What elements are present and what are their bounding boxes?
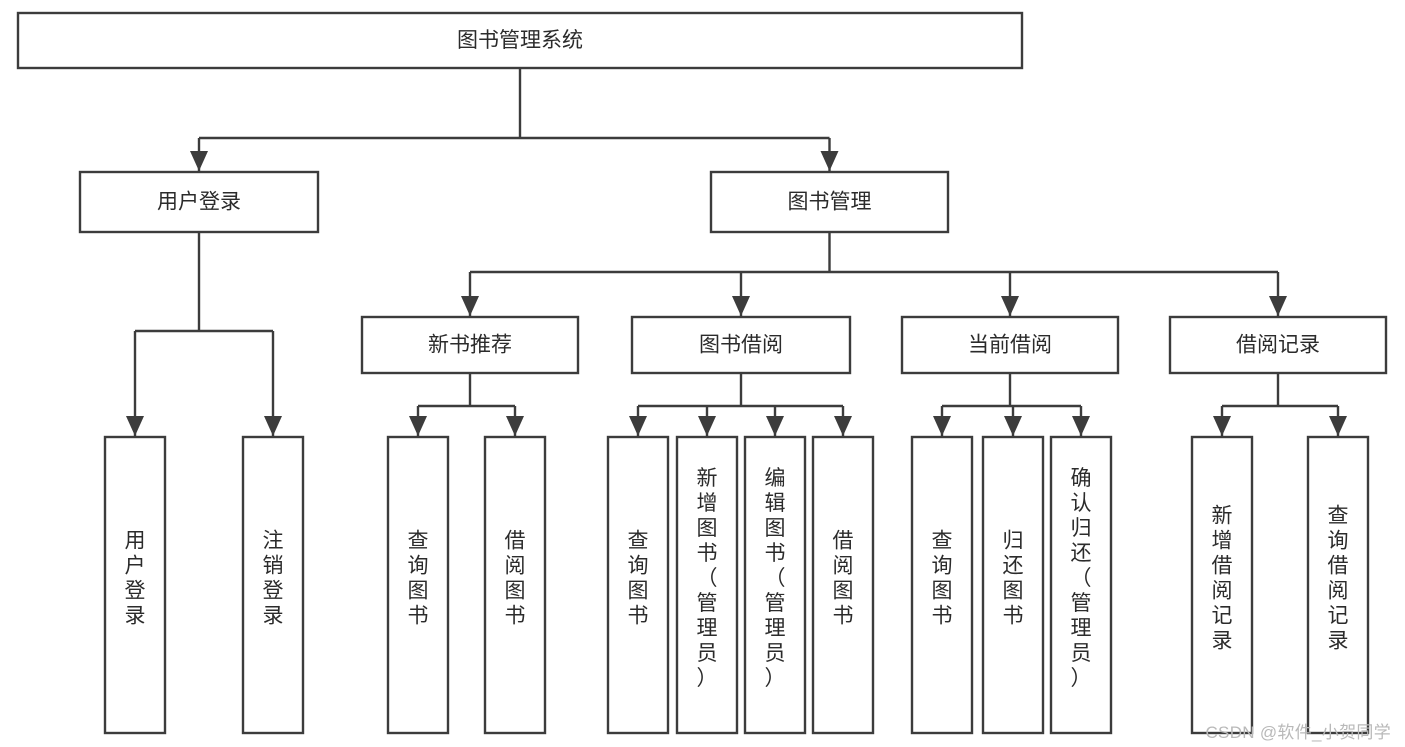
arrow-head-borrow-record-1: [1329, 416, 1347, 436]
arrow-head-new-book-recommend-0: [409, 416, 427, 436]
node-label-book-borrow: 图书借阅: [699, 334, 783, 357]
arrow-head-current-borrow-1: [1004, 416, 1022, 436]
arrow-head-root-1: [820, 151, 839, 171]
node-box-current-borrow: [900, 315, 1120, 375]
node-label-leaf-query-book-2: 查询图书: [628, 530, 649, 628]
node-leaf-borrow-book-1[interactable]: 借阅图书: [483, 435, 547, 735]
arrow-head-book-manage-1: [732, 296, 750, 316]
node-label-leaf-query-record: 查询借阅记录: [1328, 505, 1349, 653]
node-box-book-borrow: [630, 315, 852, 375]
arrow-head-root-0: [190, 151, 208, 171]
arrow-head-book-borrow-3: [834, 416, 852, 436]
node-leaf-borrow-book-2[interactable]: 借阅图书: [811, 435, 875, 735]
arrow-head-user-login-1: [264, 416, 282, 436]
node-leaf-edit-book[interactable]: 编辑图书（管理员）: [743, 435, 807, 735]
arrow-head-current-borrow-2: [1072, 416, 1090, 436]
node-box-leaf-borrow-book-2: [811, 435, 875, 735]
node-box-leaf-edit-book: [743, 435, 807, 735]
arrow-head-borrow-record-0: [1213, 416, 1231, 436]
arrow-head-current-borrow-0: [933, 416, 951, 436]
node-leaf-query-book-2[interactable]: 查询图书: [606, 435, 670, 735]
node-box-new-book-recommend: [360, 315, 580, 375]
node-layer: 图书管理系统用户登录图书管理新书推荐图书借阅当前借阅借阅记录用户登录注销登录查询…: [16, 11, 1388, 735]
arrow-head-book-manage-0: [461, 296, 479, 316]
node-label-leaf-user-login: 用户登录: [125, 530, 146, 628]
node-box-borrow-record: [1168, 315, 1388, 375]
node-current-borrow[interactable]: 当前借阅: [900, 315, 1120, 375]
node-box-leaf-borrow-book-1: [483, 435, 547, 735]
node-box-leaf-confirm-return: [1049, 435, 1113, 735]
node-box-leaf-query-record: [1306, 435, 1370, 735]
node-leaf-return-book[interactable]: 归还图书: [981, 435, 1045, 735]
node-leaf-query-book-1[interactable]: 查询图书: [386, 435, 450, 735]
node-label-leaf-logout: 注销登录: [263, 530, 284, 628]
node-label-borrow-record: 借阅记录: [1236, 334, 1320, 357]
node-label-leaf-query-book-1: 查询图书: [408, 530, 429, 628]
node-leaf-confirm-return[interactable]: 确认归还（管理员）: [1049, 435, 1113, 735]
node-leaf-user-login[interactable]: 用户登录: [103, 435, 167, 735]
node-label-leaf-add-book: 新增图书（管理员）: [697, 467, 718, 690]
node-borrow-record[interactable]: 借阅记录: [1168, 315, 1388, 375]
node-box-book-manage: [709, 170, 950, 234]
arrow-head-book-borrow-2: [766, 416, 784, 436]
arrow-head-user-login-0: [126, 416, 144, 436]
node-box-leaf-query-book-3: [910, 435, 974, 735]
node-box-leaf-add-record: [1190, 435, 1254, 735]
arrow-head-book-borrow-0: [629, 416, 647, 436]
node-box-leaf-return-book: [981, 435, 1045, 735]
node-leaf-add-book[interactable]: 新增图书（管理员）: [675, 435, 739, 735]
connector-layer: [126, 68, 1347, 436]
node-book-manage[interactable]: 图书管理: [709, 170, 950, 234]
node-box-leaf-user-login: [103, 435, 167, 735]
node-box-undefined: [16, 11, 1024, 70]
node-box-leaf-query-book-1: [386, 435, 450, 735]
node-label-leaf-return-book: 归还图书: [1003, 530, 1024, 628]
node-new-book-recommend[interactable]: 新书推荐: [360, 315, 580, 375]
node-leaf-add-record[interactable]: 新增借阅记录: [1190, 435, 1254, 735]
watermark-text: CSDN @软件_小贺同学: [1205, 723, 1391, 742]
arrow-head-book-manage-2: [1001, 296, 1019, 316]
node-label-leaf-add-record: 新增借阅记录: [1212, 505, 1233, 653]
node-box-leaf-logout: [241, 435, 305, 735]
node-user-login[interactable]: 用户登录: [78, 170, 320, 234]
node-leaf-query-book-3[interactable]: 查询图书: [910, 435, 974, 735]
node-box-leaf-add-book: [675, 435, 739, 735]
arrow-head-book-manage-3: [1269, 296, 1287, 316]
arrow-head-new-book-recommend-1: [506, 416, 524, 436]
node-undefined[interactable]: 图书管理系统: [16, 11, 1024, 70]
node-label-undefined: 图书管理系统: [457, 29, 583, 52]
node-box-leaf-query-book-2: [606, 435, 670, 735]
node-label-leaf-confirm-return: 确认归还（管理员）: [1071, 467, 1092, 690]
node-label-leaf-borrow-book-2: 借阅图书: [833, 530, 854, 628]
node-book-borrow[interactable]: 图书借阅: [630, 315, 852, 375]
node-label-leaf-query-book-3: 查询图书: [932, 530, 953, 628]
node-label-leaf-edit-book: 编辑图书（管理员）: [765, 467, 786, 690]
node-leaf-query-record[interactable]: 查询借阅记录: [1306, 435, 1370, 735]
arrow-head-book-borrow-1: [698, 416, 716, 436]
node-label-new-book-recommend: 新书推荐: [428, 334, 512, 357]
node-label-current-borrow: 当前借阅: [968, 334, 1052, 357]
node-label-user-login: 用户登录: [157, 191, 241, 214]
node-box-user-login: [78, 170, 320, 234]
node-label-book-manage: 图书管理: [788, 191, 872, 214]
node-label-leaf-borrow-book-1: 借阅图书: [505, 530, 526, 628]
node-leaf-logout[interactable]: 注销登录: [241, 435, 305, 735]
